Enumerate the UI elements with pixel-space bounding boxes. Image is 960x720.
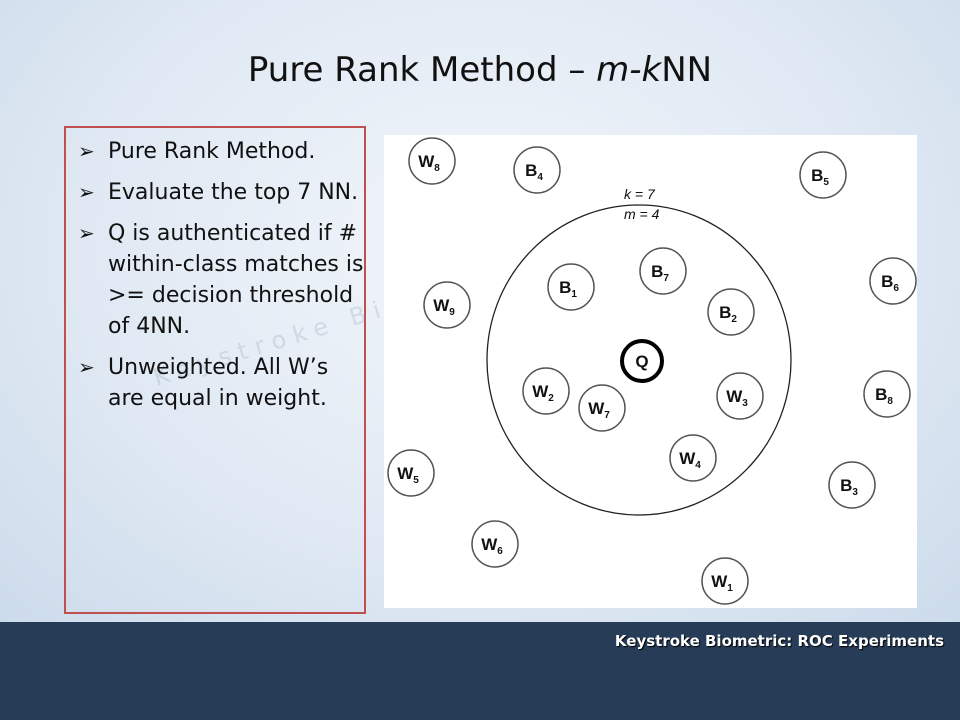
m-param-label: m = 4 bbox=[624, 206, 660, 222]
node-b1: B1 bbox=[547, 263, 595, 311]
node-label: W9 bbox=[433, 296, 455, 318]
node-circle bbox=[513, 146, 561, 194]
node-w9: W9 bbox=[423, 281, 471, 329]
bullet-item: ➢ Pure Rank Method. bbox=[74, 136, 364, 167]
slide-title: Pure Rank Method – m-kNN bbox=[0, 50, 960, 90]
arrow-bullet-icon: ➢ bbox=[78, 221, 95, 245]
node-w3: W3 bbox=[716, 372, 764, 420]
node-b8: B8 bbox=[863, 370, 911, 418]
node-w2: W2 bbox=[522, 367, 570, 415]
node-b7: B7 bbox=[639, 247, 687, 295]
title-tail: NN bbox=[661, 50, 713, 90]
node-circle bbox=[408, 137, 456, 185]
node-label: B2 bbox=[719, 303, 737, 325]
node-circle bbox=[669, 434, 717, 482]
node-b6: B6 bbox=[869, 257, 917, 305]
title-italic: m-k bbox=[596, 50, 662, 90]
node-w8: W8 bbox=[408, 137, 456, 185]
query-node: Q bbox=[620, 339, 664, 383]
node-b4: B4 bbox=[513, 146, 561, 194]
node-b3: B3 bbox=[828, 461, 876, 509]
node-label: W5 bbox=[397, 464, 419, 486]
title-main: Pure Rank Method – bbox=[247, 50, 597, 90]
node-w1: W1 bbox=[701, 557, 749, 605]
node-label: B5 bbox=[811, 166, 829, 188]
node-circle bbox=[828, 461, 876, 509]
node-b2: B2 bbox=[707, 288, 755, 336]
knn-diagram: k = 7 m = 4 Q W8 B4 B5 B6 W9 B1 bbox=[384, 135, 917, 608]
node-label: B7 bbox=[651, 262, 669, 284]
node-circle bbox=[387, 449, 435, 497]
bullet-text: Evaluate the top 7 NN. bbox=[108, 180, 359, 205]
node-circle bbox=[701, 557, 749, 605]
node-label: W3 bbox=[726, 387, 748, 409]
footer-title: Keystroke Biometric: ROC Experiments bbox=[614, 632, 944, 650]
neighborhood-circle bbox=[486, 204, 792, 516]
node-label: W1 bbox=[711, 572, 733, 594]
query-label: Q bbox=[635, 352, 648, 371]
arrow-bullet-icon: ➢ bbox=[78, 139, 95, 163]
node-b5: B5 bbox=[799, 151, 847, 199]
node-label: W8 bbox=[418, 152, 440, 174]
node-label: W4 bbox=[679, 449, 701, 471]
arrow-bullet-icon: ➢ bbox=[78, 355, 95, 379]
node-circle bbox=[471, 520, 519, 568]
bullet-box bbox=[64, 126, 366, 614]
node-label: B4 bbox=[525, 161, 543, 183]
node-label: W6 bbox=[481, 535, 503, 557]
node-label: B1 bbox=[559, 278, 577, 300]
node-circle bbox=[869, 257, 917, 305]
node-circle bbox=[639, 247, 687, 295]
node-circle bbox=[578, 384, 626, 432]
node-circle bbox=[522, 367, 570, 415]
node-w5: W5 bbox=[387, 449, 435, 497]
node-label: W2 bbox=[532, 382, 554, 404]
node-label: B8 bbox=[875, 385, 893, 407]
query-circle bbox=[620, 339, 664, 383]
node-label: W7 bbox=[588, 399, 610, 421]
node-w7: W7 bbox=[578, 384, 626, 432]
bullet-list: ➢ Pure Rank Method. ➢ Evaluate the top 7 N… bbox=[74, 136, 364, 424]
node-w6: W6 bbox=[471, 520, 519, 568]
node-circle bbox=[863, 370, 911, 418]
bullet-text: Q is authenticated if # within-class mat… bbox=[108, 221, 364, 339]
footer-bar: Keystroke Biometric: ROC Experiments bbox=[0, 622, 960, 720]
k-param-label: k = 7 bbox=[624, 186, 656, 202]
node-circle bbox=[707, 288, 755, 336]
node-circle bbox=[716, 372, 764, 420]
bullet-item: ➢ Evaluate the top 7 NN. bbox=[74, 177, 364, 208]
knn-diagram-svg: k = 7 m = 4 Q W8 B4 B5 B6 W9 B1 bbox=[387, 137, 917, 605]
arrow-bullet-icon: ➢ bbox=[78, 180, 95, 204]
node-label: B3 bbox=[840, 476, 858, 498]
node-label: B6 bbox=[881, 272, 899, 294]
bullet-item: ➢ Q is authenticated if # within-class ma… bbox=[74, 218, 364, 342]
bullet-text: Unweighted. All W’s are equal in weight. bbox=[108, 355, 329, 411]
node-circle bbox=[423, 281, 471, 329]
bullet-text: Pure Rank Method. bbox=[108, 139, 316, 164]
bullet-item: ➢ Unweighted. All W’s are equal in weight… bbox=[74, 352, 364, 414]
node-circle bbox=[799, 151, 847, 199]
node-w4: W4 bbox=[669, 434, 717, 482]
node-circle bbox=[547, 263, 595, 311]
